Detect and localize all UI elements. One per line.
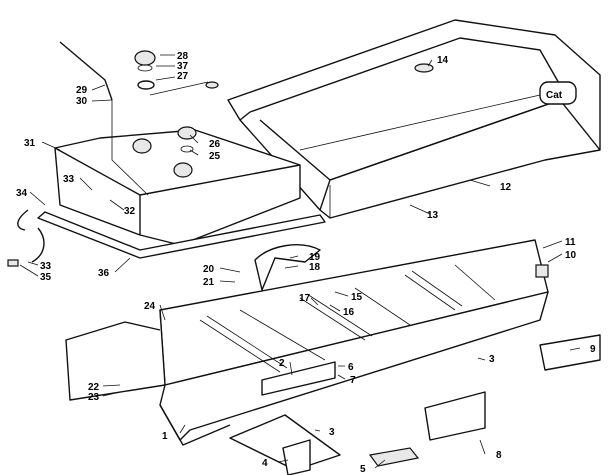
bracket-10 bbox=[535, 264, 549, 278]
callout-30: 30 bbox=[76, 96, 88, 107]
vent-hose-29 bbox=[59, 41, 113, 101]
cap-26 bbox=[177, 126, 197, 140]
callout-27: 27 bbox=[177, 71, 189, 82]
callout-13: 13 bbox=[427, 210, 439, 221]
callout-34: 34 bbox=[16, 188, 28, 199]
callout-33b: 33 bbox=[40, 261, 52, 272]
callout-33: 33 bbox=[63, 174, 75, 185]
fuel-line bbox=[17, 209, 45, 263]
callout-15: 15 bbox=[351, 292, 363, 303]
gasket-25 bbox=[180, 145, 194, 153]
callout-7: 7 bbox=[350, 375, 356, 386]
callout-24: 24 bbox=[144, 301, 156, 312]
callout-28: 28 bbox=[177, 51, 189, 62]
emblem-part-14 bbox=[414, 63, 434, 73]
callout-3b: 3 bbox=[329, 427, 335, 438]
callout-5: 5 bbox=[360, 464, 366, 475]
callout-3a: 3 bbox=[489, 354, 495, 365]
pad-5 bbox=[368, 447, 420, 467]
gauge-27 bbox=[137, 80, 155, 90]
cat-badge-text: Cat bbox=[546, 90, 563, 101]
fuel-filter-35 bbox=[7, 259, 19, 267]
filler-neck-2 bbox=[173, 162, 193, 178]
tank-pad-36 bbox=[37, 211, 326, 259]
callout-9: 9 bbox=[590, 344, 596, 355]
callout-12: 12 bbox=[500, 182, 512, 193]
cat-badge bbox=[539, 81, 577, 105]
leader-lines bbox=[19, 54, 581, 469]
callout-21: 21 bbox=[203, 277, 215, 288]
callout-19: 19 bbox=[309, 252, 321, 263]
callout-1: 1 bbox=[162, 431, 168, 442]
gasket-37 bbox=[137, 64, 153, 72]
cap-28 bbox=[134, 50, 156, 66]
callout-10: 10 bbox=[565, 250, 577, 261]
callout-26: 26 bbox=[209, 139, 221, 150]
cross-braces bbox=[199, 264, 496, 373]
callout-4: 4 bbox=[262, 458, 268, 469]
callout-11: 11 bbox=[565, 237, 576, 248]
callout-20: 20 bbox=[203, 264, 215, 275]
bracket-2 bbox=[261, 361, 336, 396]
callout-16: 16 bbox=[343, 307, 355, 318]
callout-8: 8 bbox=[496, 450, 502, 461]
callout-17: 17 bbox=[299, 293, 311, 304]
callout-18: 18 bbox=[309, 262, 321, 273]
seat-assembly: Cat bbox=[227, 19, 601, 219]
plate-9 bbox=[539, 334, 601, 371]
callout-32: 32 bbox=[124, 206, 136, 217]
bracket-8 bbox=[424, 391, 486, 441]
callout-37: 37 bbox=[177, 61, 189, 72]
callout-36: 36 bbox=[98, 268, 110, 279]
footrest bbox=[229, 414, 341, 471]
callout-labels: 28 37 27 29 30 31 26 25 33 34 32 33 35 3… bbox=[16, 51, 596, 475]
callout-22: 22 bbox=[88, 382, 100, 393]
fuel-tank bbox=[37, 129, 326, 259]
callout-14: 14 bbox=[437, 55, 449, 66]
callout-6: 6 bbox=[348, 362, 354, 373]
tunnel-frame bbox=[65, 239, 601, 475]
callout-25: 25 bbox=[209, 151, 221, 162]
flap-19 bbox=[254, 244, 321, 291]
callout-23: 23 bbox=[88, 392, 100, 403]
callout-2: 2 bbox=[279, 358, 285, 369]
callout-29: 29 bbox=[76, 85, 88, 96]
callout-35: 35 bbox=[40, 272, 52, 283]
filler-neck bbox=[132, 138, 152, 154]
bracket-4 bbox=[282, 439, 311, 475]
callout-31: 31 bbox=[24, 138, 36, 149]
